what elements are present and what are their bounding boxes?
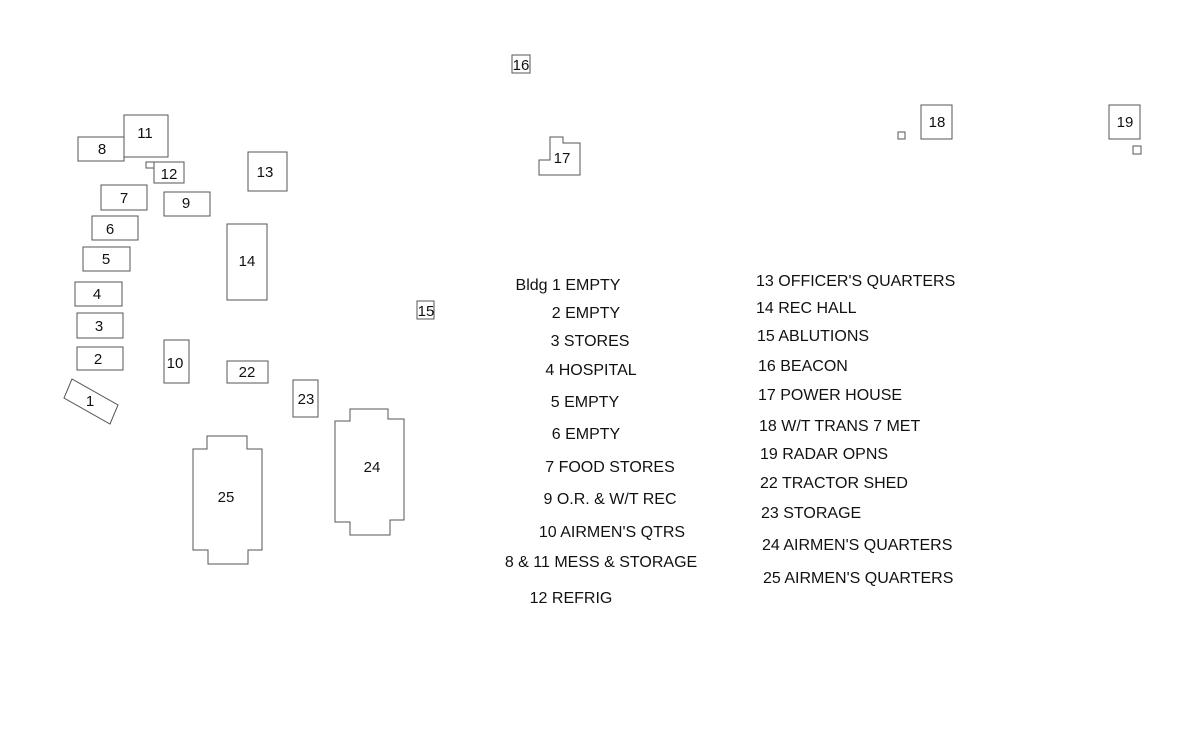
building-11-outline <box>123 114 169 158</box>
legend-item: 6 EMPTY <box>551 426 621 443</box>
building-2-outline <box>76 346 124 371</box>
building-12-label: 12 <box>161 166 178 183</box>
legend-item: 3 STORES <box>550 333 630 350</box>
building-24-label: 24 <box>364 459 381 476</box>
building-6-label: 6 <box>106 221 114 238</box>
building-22-label: 22 <box>239 364 256 381</box>
building-7-label: 7 <box>120 190 128 207</box>
building-8-label: 8 <box>98 141 106 158</box>
legend-item: 18 W/T TRANS 7 MET <box>759 418 921 435</box>
building-17-outline <box>538 136 581 176</box>
building-3-label: 3 <box>95 318 103 335</box>
legend-item: Bldg 1 EMPTY <box>515 277 621 294</box>
legend-item: 4 HOSPITAL <box>545 362 637 379</box>
building-14-outline <box>226 223 268 301</box>
building-13-outline <box>247 151 288 192</box>
legend-item: 23 STORAGE <box>761 505 862 522</box>
legend-item: 17 POWER HOUSE <box>758 387 903 404</box>
legend-item: 13 OFFICER'S QUARTERS <box>756 273 956 290</box>
building-25-label: 25 <box>218 489 235 506</box>
building-24-outline <box>334 408 405 536</box>
legend-item: 8 & 11 MESS & STORAGE <box>504 554 698 571</box>
building-5-label: 5 <box>102 251 110 268</box>
building-4-label: 4 <box>93 286 101 303</box>
legend-item: 19 RADAR OPNS <box>760 446 889 463</box>
building-12-annex <box>145 161 155 169</box>
building-6-outline <box>91 215 139 241</box>
building-4-outline <box>74 281 123 307</box>
legend-item: 22 TRACTOR SHED <box>760 475 908 492</box>
legend-item: 16 BEACON <box>758 358 848 375</box>
building-15-outline <box>416 300 435 320</box>
building-9-label: 9 <box>182 195 190 212</box>
building-16-label: 16 <box>513 57 530 74</box>
building-10-outline <box>163 339 190 384</box>
building-22-outline <box>226 360 269 384</box>
building-15-label: 15 <box>418 303 435 320</box>
building-19-outline <box>1108 104 1141 140</box>
building-1-outline <box>63 378 119 425</box>
legend-item: 10 AIRMEN'S QTRS <box>538 524 686 541</box>
building-19-small-structure <box>1132 145 1142 155</box>
building-23-label: 23 <box>298 391 315 408</box>
building-11-label: 11 <box>137 125 153 142</box>
building-19-label: 19 <box>1117 114 1134 131</box>
building-18-small-structure <box>897 131 906 140</box>
legend-item: 5 EMPTY <box>550 394 620 411</box>
building-18-label: 18 <box>929 114 946 131</box>
building-13-label: 13 <box>257 164 274 181</box>
building-16-outline <box>511 54 531 74</box>
legend-item: 15 ABLUTIONS <box>757 328 870 345</box>
legend-item: 12 REFRIG <box>529 590 613 607</box>
legend-item: 7 FOOD STORES <box>545 459 675 476</box>
legend-item: 25 AIRMEN'S QUARTERS <box>763 570 954 587</box>
building-25-outline <box>192 435 263 565</box>
building-7-outline <box>100 184 148 211</box>
building-17-label: 17 <box>554 150 571 167</box>
building-23-outline <box>292 379 319 418</box>
building-5-outline <box>82 246 131 272</box>
building-3-outline <box>76 312 124 339</box>
building-10-label: 10 <box>167 355 184 372</box>
legend-item: 14 REC HALL <box>756 300 857 317</box>
building-12-outline <box>153 161 185 184</box>
building-1-label: 1 <box>86 393 94 410</box>
legend-item: 2 EMPTY <box>551 305 621 322</box>
building-14-label: 14 <box>239 253 256 270</box>
building-2-label: 2 <box>94 351 102 368</box>
legend-item: 9 O.R. & W/T REC <box>543 491 677 508</box>
building-9-outline <box>163 191 211 217</box>
building-18-outline <box>920 104 953 140</box>
legend-item: 24 AIRMEN'S QUARTERS <box>762 537 953 554</box>
